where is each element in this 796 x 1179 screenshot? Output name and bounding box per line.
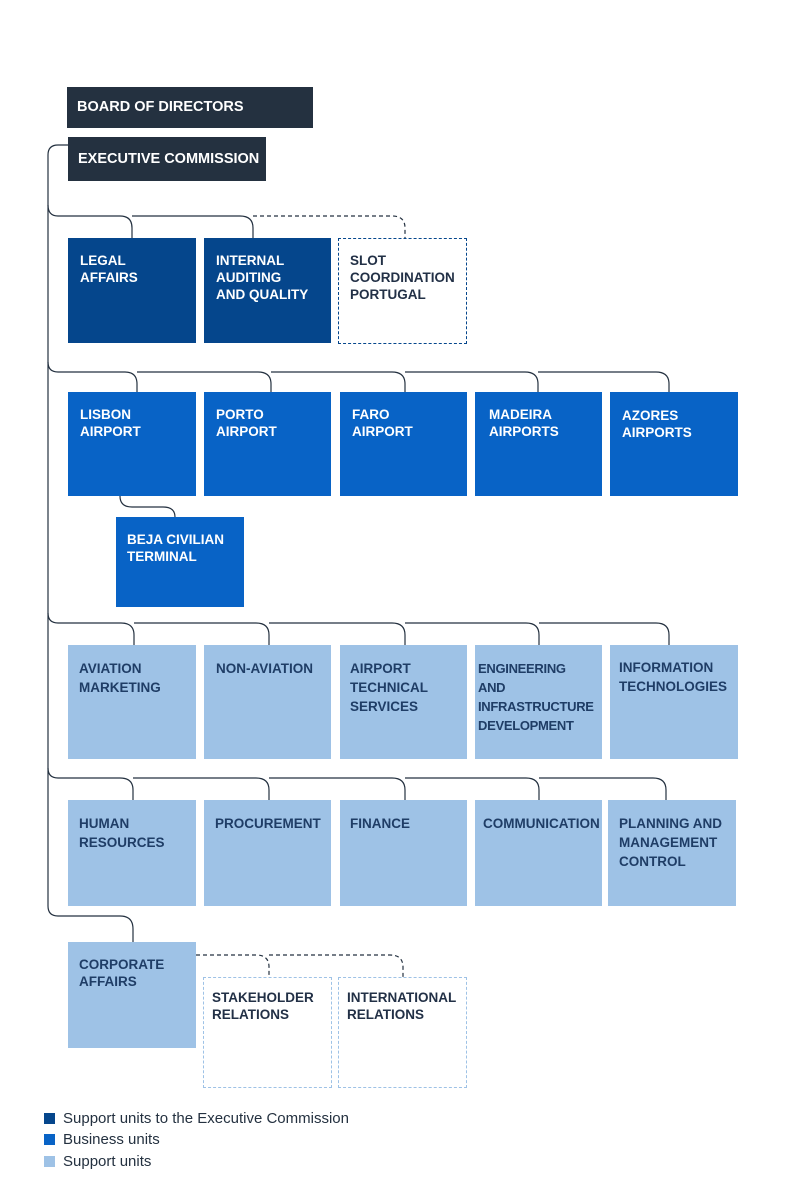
legend-swatch-blue [44,1134,55,1145]
corporate-affairs-box: CORPORATE AFFAIRS [68,942,196,1048]
legal-affairs-box: LEGAL AFFAIRS [68,238,196,343]
legend-business: Business units [44,1131,160,1148]
internal-auditing-box: INTERNAL AUDITING AND QUALITY [204,238,331,343]
slot-coordination-box: SLOT COORDINATION PORTUGAL [338,238,467,344]
information-technologies-box: INFORMATION TECHNOLOGIES [610,645,738,759]
legend-support-exec: Support units to the Executive Commissio… [44,1110,349,1127]
legend-label: Support units to the Executive Commissio… [63,1110,349,1127]
legend-swatch-light [44,1156,55,1167]
procurement-box: PROCUREMENT [204,800,331,906]
human-resources-box: HUMAN RESOURCES [68,800,196,906]
azores-airports-box: AZORES AIRPORTS [610,392,738,496]
legend-support: Support units [44,1153,151,1170]
executive-commission-box: EXECUTIVE COMMISSION [68,137,266,181]
faro-airport-box: FARO AIRPORT [340,392,467,496]
madeira-airports-box: MADEIRA AIRPORTS [475,392,602,496]
legend-swatch-dark [44,1113,55,1124]
legend-label: Business units [63,1131,160,1148]
aviation-marketing-box: AVIATION MARKETING [68,645,196,759]
beja-civilian-terminal-box: BEJA CIVILIAN TERMINAL [116,517,244,607]
lisbon-airport-box: LISBON AIRPORT [68,392,196,496]
communication-box: COMMUNICATION [475,800,602,906]
non-aviation-box: NON-AVIATION [204,645,331,759]
porto-airport-box: PORTO AIRPORT [204,392,331,496]
engineering-infrastructure-box: ENGINEERING AND INFRASTRUCTURE DEVELOPME… [475,645,602,759]
legend-label: Support units [63,1153,152,1170]
stakeholder-relations-box: STAKEHOLDER RELATIONS [203,977,332,1088]
finance-box: FINANCE [340,800,467,906]
airport-technical-services-box: AIRPORT TECHNICAL SERVICES [340,645,467,759]
board-of-directors-box: BOARD OF DIRECTORS [67,87,313,128]
planning-management-box: PLANNING AND MANAGEMENT CONTROL [608,800,736,906]
international-relations-box: INTERNATIONAL RELATIONS [338,977,467,1088]
